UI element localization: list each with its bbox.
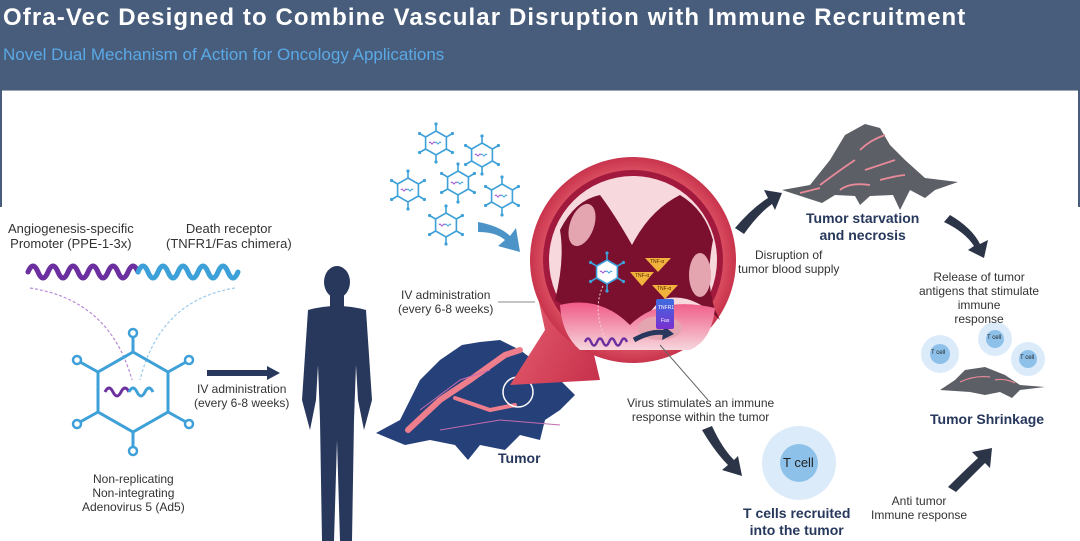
release-line1: Release of tumor — [933, 270, 1025, 284]
gene-construct-wave — [25, 263, 241, 381]
disruption-label: Disruption of tumor blood supply — [738, 248, 839, 276]
virus-immune-line1: Virus stimulates an immune — [627, 396, 775, 410]
promoter-label-line2: Promoter (PPE-1-3x) — [10, 236, 132, 251]
starvation-line2: and necrosis — [819, 227, 906, 243]
virus-immune-label: Virus stimulates an immune response with… — [627, 396, 774, 424]
tnf-alpha-label: TNF-α — [650, 259, 665, 265]
iv-admin-label-left: IV administration (every 6-8 weeks) — [194, 382, 289, 410]
release-line4: response — [954, 312, 1004, 326]
virus-particle-icon — [463, 133, 501, 177]
virus-particle-icon — [417, 121, 455, 165]
header-banner: Ofra-Vec Designed to Combine Vascular Di… — [0, 0, 1080, 90]
cycle-arrows — [702, 190, 992, 492]
starvation-label: Tumor starvation and necrosis — [806, 210, 919, 244]
anti-tumor-line1: Anti tumor — [891, 494, 947, 508]
vector-line3: Adenovirus 5 (Ad5) — [82, 500, 185, 514]
iv-admin-left-line2: (every 6-8 weeks) — [194, 396, 290, 410]
virus-immune-line2: response within the tumor — [631, 410, 770, 424]
death-receptor-label-line2: (TNFR1/Fas chimera) — [166, 236, 292, 251]
arrow-to-release-icon — [944, 215, 988, 258]
iv-admin-center-line1: IV administration — [401, 288, 491, 302]
disruption-line2: tumor blood supply — [738, 262, 840, 276]
tnfr1-fas-receptor-icon — [656, 299, 674, 329]
arrow-to-tcells-icon — [702, 426, 742, 476]
virus-particles-group — [389, 121, 521, 247]
tnfr1-label: TNFR1 — [658, 305, 675, 311]
iv-admin-center-line2: (every 6-8 weeks) — [398, 302, 494, 316]
vector-line1: Non-replicating — [93, 472, 174, 486]
tnf-alpha-label: TNF-α — [635, 273, 650, 279]
virus-particle-icon — [427, 203, 465, 247]
necrotic-tumor-illustration — [782, 124, 958, 210]
vector-line2: Non-integrating — [92, 486, 175, 500]
iv-admin-label-center: IV administration (every 6-8 weeks) — [398, 288, 493, 316]
arrow-to-necrosis-icon — [735, 190, 782, 234]
iv-admin-left-line1: IV administration — [197, 382, 287, 396]
vector-description: Non-replicating Non-integrating Adenovir… — [82, 472, 185, 514]
tcell-recruit-label: T cells recruited into the tumor — [743, 505, 850, 539]
fas-label: Fas — [661, 318, 670, 324]
shrinking-tumor-illustration — [940, 367, 1045, 398]
virus-particle-icon — [389, 168, 427, 212]
tcell-small-group — [921, 322, 1045, 376]
frame-divider — [0, 90, 1080, 91]
virus-particle-icon — [483, 174, 521, 218]
tcell-main-label: T cell — [783, 455, 814, 470]
tumor-label: Tumor — [498, 450, 541, 466]
arrow-to-shrinkage-icon — [948, 448, 992, 492]
tcell-recruit-line1: T cells recruited — [743, 505, 851, 521]
shrinkage-label: Tumor Shrinkage — [930, 411, 1045, 427]
page-subtitle: Novel Dual Mechanism of Action for Oncol… — [3, 45, 445, 64]
disruption-line1: Disruption of — [755, 248, 823, 262]
virus-particle-icon — [439, 161, 477, 205]
tcell-small-label: T cell — [931, 350, 946, 356]
anti-tumor-label: Anti tumor Immune response — [871, 494, 967, 522]
release-line3: immune — [957, 298, 1001, 312]
antigen-release-label: Release of tumor antigens that stimulate… — [919, 270, 1039, 326]
death-receptor-label-line1: Death receptor — [185, 221, 272, 236]
human-silhouette-icon — [302, 266, 372, 541]
tnf-alpha-label: TNF-α — [657, 286, 672, 292]
arrow-to-patient-icon — [207, 366, 280, 380]
page-title: Ofra-Vec Designed to Combine Vascular Di… — [3, 4, 967, 31]
virus-entry-arrow-icon — [478, 222, 520, 252]
frame-left-stripe — [0, 90, 2, 207]
tcell-main — [762, 426, 836, 500]
anti-tumor-line2: Immune response — [871, 508, 968, 522]
tcell-recruit-line2: into the tumor — [749, 522, 844, 538]
tcell-small-label: T cell — [1020, 355, 1035, 361]
adenovirus-icon — [71, 327, 195, 457]
release-line2: antigens that stimulate — [919, 284, 1040, 298]
promoter-label: Angiogenesis-specific Promoter (PPE-1-3x… — [8, 221, 134, 251]
frame-right-stripe — [1078, 90, 1080, 207]
starvation-line1: Tumor starvation — [806, 210, 920, 226]
death-receptor-label: Death receptor (TNFR1/Fas chimera) — [166, 221, 292, 251]
blood-vessel-cross-section — [498, 157, 736, 401]
promoter-label-line1: Angiogenesis-specific — [8, 221, 134, 236]
tcell-small-label: T cell — [987, 335, 1002, 341]
